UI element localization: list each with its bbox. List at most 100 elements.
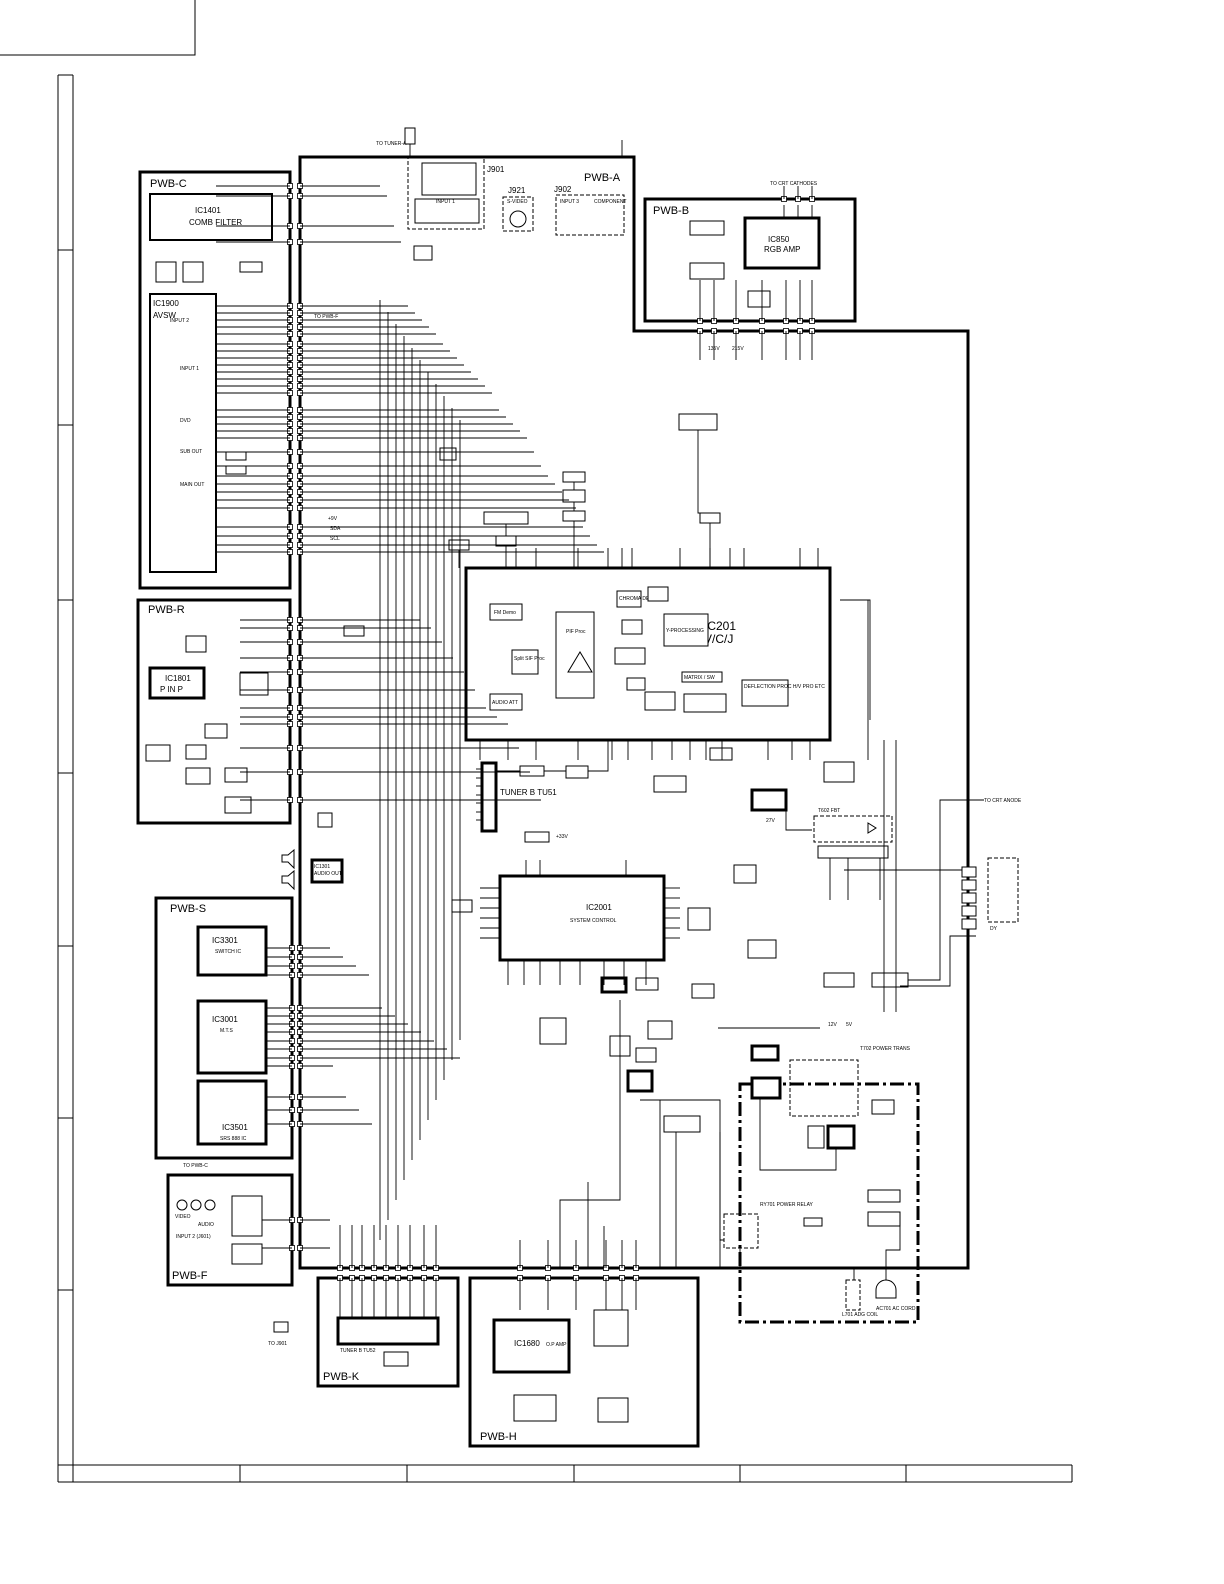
bus-5v-label: 5V [846,1022,853,1028]
pif-proc-label: PIF Proc [566,629,586,635]
j921-sub-label: S-VIDEO [507,199,528,205]
pwb-f-board: PWB-F TO PWB-C VIDEO AUDIO INPUT 2 (J601… [166,1163,294,1287]
q707-switch [647,1020,673,1040]
pif-amp-triangle-icon [567,651,593,673]
speaker-r-icon [281,869,295,891]
dy-pin-x5 [961,879,977,891]
io-sub-out-label: SUB OUT [180,449,202,455]
pwb-r-label: PWB-R [148,604,185,616]
q852-video-mute [747,290,771,308]
ic1701-regulator [224,796,252,814]
ic1680-id: IC1680 [514,1339,540,1348]
ic1401-name: COMB FILTER [189,218,242,227]
rf-connector-k-icon [273,1321,289,1333]
d852-kine-out [689,262,725,280]
fm-demo-label: FM Demo [494,610,516,616]
j921-label: J921 [508,186,526,195]
horiz-drive-block [823,972,855,988]
ic1301-name: AUDIO OUT [314,871,342,877]
ic1900-id: IC1900 [153,299,179,308]
q1802-buffer [204,723,228,739]
io-main-out-label: MAIN OUT [180,482,204,488]
wire [785,810,812,831]
power-relay-outline [723,1213,759,1249]
j902-label: J902 [554,185,572,194]
l701-filter-block [867,1211,901,1227]
io-dvd-label: DVD [180,418,191,424]
dy-pin-x1 [961,918,977,930]
io-input1-label: INPUT 1 [180,366,199,372]
pwb-b-board: PWB-B TO CRT CATHODES IC850 RGB AMP [643,181,857,323]
ic1301-id: IC1301 [314,864,330,870]
ic1801-name: P IN P [160,685,183,694]
ic1900-block [149,293,217,573]
pwb-h-board: PWB-H IC1680 O.P AMP [468,1276,700,1448]
fbt-label: T602 FBT [818,808,840,814]
q902-buffer [562,471,586,483]
q1403-buffer [182,261,204,283]
fm-demo-block [489,603,523,621]
q1745-sync-sep [145,744,171,762]
r701-resistor [803,1217,823,1227]
deflection-group: T602 FBT TO CRT ANODE DY [750,788,1022,988]
convert-trans-block [597,1397,629,1423]
pwb-f-label: PWB-F [172,1270,208,1282]
j902-component-text: COMPONENT [594,199,627,205]
wire [908,799,984,981]
j921-outline [502,196,534,232]
split-sif-label: Split SIF Proc [514,656,545,662]
bus-vcc-label: +9V [328,516,338,522]
ic3301-id: IC3301 [212,936,238,945]
ic850-block [743,216,821,270]
ic1801-block [148,666,206,700]
q1750-buffer [224,767,248,783]
to-tuner-a-label: TO TUNER-A [376,141,407,147]
q2003-reset [635,977,659,991]
ic3301-block [196,925,268,977]
q1740-buffer [185,744,207,760]
ic3301-name: SWITCH IC [215,949,241,955]
dynamic-focus-block [513,1394,557,1422]
pwb-s-board: PWB-S IC3301 SWITCH IC IC3001 M.T.S IC35… [154,896,294,1160]
input2-label: INPUT 2 (J601) [176,1234,211,1240]
to-crt-cathodes-label: TO CRT CATHODES [770,181,818,187]
y-processing-block [663,613,709,647]
ic3501-name: SRS 888 IC [220,1136,247,1142]
ic1900-name: AVSW [153,311,176,320]
ic1401-id: IC1401 [195,206,221,215]
bus-scl-label: SCL [330,536,340,542]
q2000-buffer [451,899,473,913]
to-crt-anode-label: TO CRT ANODE [984,798,1022,804]
q922-mute [439,447,457,461]
pwb-r-board: PWB-R IC1801 P IN P [136,598,292,825]
pwb-k-board: PWB-K TUNER B TU52 TO J901 [268,1276,460,1388]
bus-27v-label: 27V [766,818,776,824]
q1405-buffer [239,261,263,273]
bus-12v-label: 12V [828,1022,838,1028]
tuner-tu52-label: TUNER B TU52 [340,1348,376,1354]
matrix-sw-label: MATRIX / SW [684,675,715,681]
pwb-k-label: PWB-K [323,1371,360,1383]
tuner-tu52-block [336,1316,440,1346]
deflection-label: DEFLECTION PROC H/V PRO ETC [744,684,825,690]
tuner-tu51-label: TUNER B TU51 [500,788,557,797]
dy-pin-x3 [961,905,977,917]
d713-rectifier [871,1099,895,1115]
q709-switch [635,1047,657,1063]
q711-relay-drive [691,983,715,999]
degauss-coil-outline [845,1279,861,1311]
pwb-h-label: PWB-H [480,1431,517,1443]
d850-kine-out [689,220,725,236]
remote-receiver-block [231,1243,263,1265]
q1801-buffer [185,635,207,653]
j901-rf-block [421,162,477,196]
audio-att-block [489,693,523,711]
chroma-baseband-block [614,647,646,665]
ic701-regulator [626,1069,654,1093]
q650-contrast [823,761,855,783]
chroma-demo-label: CHROMA DEMO [619,596,657,602]
ac-plug-icon [875,1279,897,1299]
ic703-photo-coupler [750,1076,782,1100]
q1802-bus-interface [239,672,269,696]
bus-labels: SDA SCL +9V TO PWB-F 135V 215V 27V 12V 5… [314,314,853,1028]
